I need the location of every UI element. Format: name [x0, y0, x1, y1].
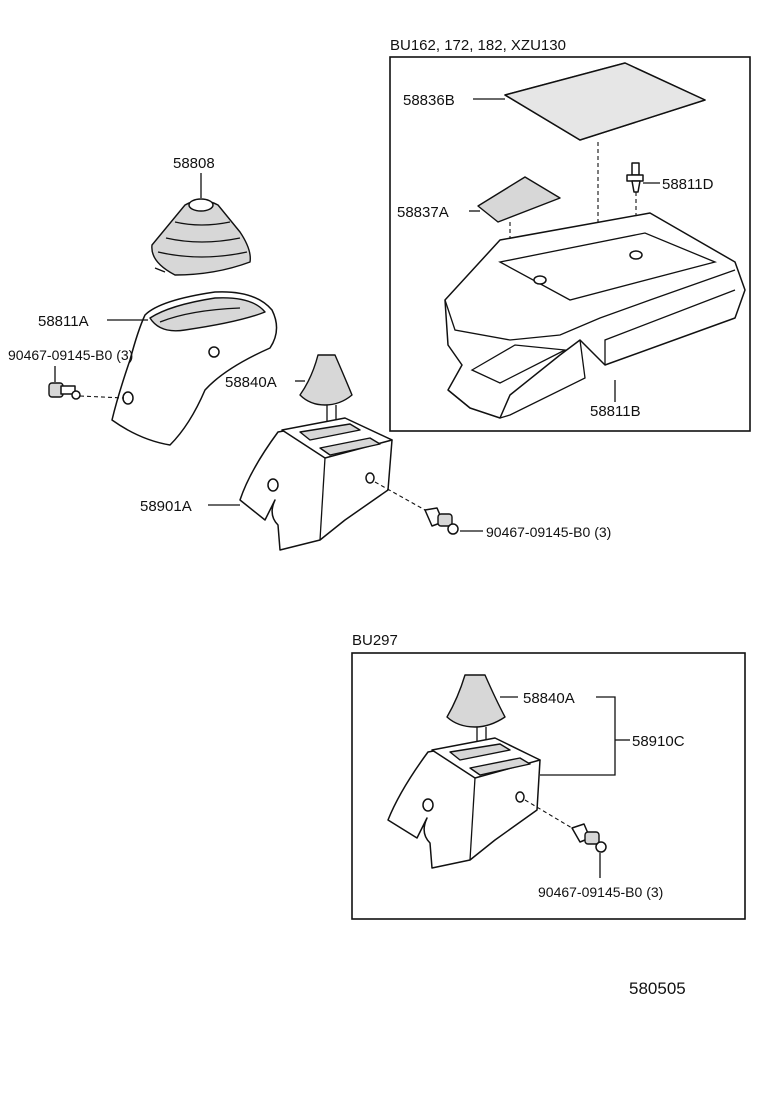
- part-58811D-screw: [626, 162, 644, 193]
- upper-variant-frame: [389, 56, 751, 432]
- bracket-58910C: [540, 696, 616, 776]
- figure-number: 580505: [629, 979, 686, 998]
- part-58901A-base: [239, 417, 393, 551]
- bolt-mid: [424, 507, 459, 535]
- label-bolt-mid: 90467-09145-B0 (3): [486, 524, 611, 540]
- section-label-lower: BU297: [352, 632, 398, 649]
- label-58811D: 58811D: [662, 176, 714, 193]
- lower-variant-frame: [351, 652, 746, 920]
- label-58901A: 58901A: [140, 498, 192, 515]
- part-58840A-top-boot: [299, 354, 353, 406]
- part-58837A-shape: [477, 176, 561, 223]
- guide-bolt-mid: [374, 481, 426, 511]
- label-58840A-bottom: 58840A: [523, 690, 575, 707]
- part-58811B-console: [444, 212, 746, 419]
- guide-bolt-bottom: [524, 799, 573, 829]
- guide-bolt-left: [79, 395, 125, 399]
- label-58910C: 58910C: [632, 733, 685, 750]
- bolt-left: [48, 382, 81, 400]
- part-58910C-base: [387, 737, 541, 869]
- part-58840A-bottom-boot: [446, 674, 506, 728]
- label-58836B: 58836B: [403, 92, 455, 109]
- label-58837A: 58837A: [397, 204, 449, 221]
- label-bolt-left: 90467-09145-B0 (3): [8, 347, 133, 363]
- part-58808-boot: [151, 198, 251, 276]
- label-58840A-top: 58840A: [225, 374, 277, 391]
- label-58808: 58808: [173, 155, 215, 172]
- label-bolt-bottom: 90467-09145-B0 (3): [538, 884, 663, 900]
- label-58811B: 58811B: [590, 403, 641, 420]
- bolt-bottom: [571, 823, 607, 853]
- part-58811A-cover: [111, 291, 278, 446]
- label-58811A: 58811A: [38, 313, 89, 330]
- section-label-upper: BU162, 172, 182, XZU130: [390, 37, 566, 54]
- part-58836B-shape: [504, 62, 706, 141]
